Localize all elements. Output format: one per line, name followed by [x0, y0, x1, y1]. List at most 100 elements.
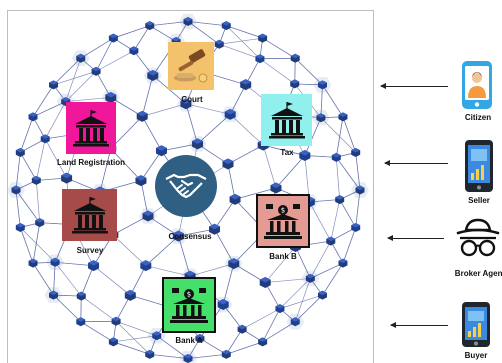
mesh-node-top [15, 223, 25, 228]
mesh-node-top [229, 193, 241, 200]
mesh-node-top [259, 277, 271, 283]
mesh-edge [187, 353, 227, 359]
mesh-node-top [316, 113, 326, 118]
mesh-edge [81, 295, 117, 322]
mesh-node-top [290, 317, 300, 322]
mesh-node-top [351, 223, 361, 228]
mesh-edge [294, 57, 323, 86]
mesh-node-top [270, 182, 282, 188]
mesh-node-top [129, 46, 139, 51]
mesh-node-top [255, 54, 265, 59]
mesh-edge [322, 262, 344, 296]
consensus-hub [155, 155, 217, 217]
mesh-edge [115, 320, 157, 337]
mesh-edge [264, 246, 296, 283]
mesh-edge [149, 21, 189, 27]
mesh-node-top [221, 21, 231, 26]
mesh-edge [275, 155, 306, 189]
mesh-edge [227, 163, 236, 200]
mesh-edge [227, 144, 264, 165]
spy-icon [456, 218, 500, 257]
mesh-edge [140, 150, 162, 181]
mesh-edge [259, 57, 296, 60]
mesh-node-top [317, 80, 327, 85]
mesh-edge [342, 227, 357, 264]
mesh-edge [185, 103, 231, 115]
mesh-edge [65, 58, 82, 102]
mesh-edge [214, 199, 236, 230]
mesh-node-top [326, 236, 336, 242]
mesh-edge [65, 71, 97, 102]
svg-text:$: $ [281, 207, 285, 215]
mesh-edge [187, 21, 227, 27]
mesh-node-top [351, 147, 361, 153]
mesh-node-top [240, 79, 252, 85]
mesh-edge [93, 265, 131, 296]
mesh-node-top [275, 304, 285, 309]
mesh-edge [32, 84, 54, 118]
mesh-edge [233, 263, 266, 283]
mesh-edge [294, 83, 323, 86]
land-registration-label: Land Registration [56, 158, 126, 167]
mesh-node-top [28, 112, 38, 117]
mesh-node-top [108, 337, 118, 342]
citizen-actor [461, 60, 493, 115]
mesh-edge [142, 103, 187, 117]
mesh-edge [15, 152, 21, 191]
mesh-edge [197, 143, 229, 165]
survey-label: Survey [76, 246, 104, 255]
mesh-edge [279, 294, 323, 309]
survey-building-icon [71, 197, 108, 234]
mesh-edge [95, 50, 135, 72]
land-registration-node [66, 102, 116, 154]
mesh-edge [161, 143, 198, 152]
mesh-node-top [290, 53, 300, 59]
mesh-node-top [61, 97, 71, 102]
mesh-edge [262, 308, 281, 343]
mesh-edge [259, 58, 295, 85]
mesh-edge [141, 116, 162, 151]
mesh-edge [15, 189, 40, 223]
mesh-node-top [111, 316, 121, 322]
mesh-edge [322, 84, 344, 118]
mesh-node-top [31, 175, 41, 181]
tax-building-icon [268, 102, 305, 139]
mesh-node-top [142, 210, 154, 216]
mesh-node-top [49, 80, 59, 85]
citizen-label: Citizen [464, 113, 492, 122]
gavel-icon [174, 49, 208, 83]
mesh-edge [149, 25, 177, 42]
mesh-node-top [317, 290, 327, 296]
mesh-edge [20, 152, 37, 181]
mesh-node-top [355, 185, 365, 190]
mesh-edge [189, 263, 234, 277]
buyer-label: Buyer [464, 351, 488, 360]
mesh-edge [145, 265, 191, 277]
buyer-arrow [390, 322, 448, 328]
mesh-node-top [214, 39, 224, 45]
bank-b-node: $ [256, 194, 310, 248]
mesh-edge [241, 308, 281, 330]
bank-icon: $ [264, 204, 302, 239]
mesh-edge [234, 187, 277, 200]
seller-phone-icon [465, 140, 493, 192]
mesh-edge [53, 71, 97, 86]
mesh-edge [113, 341, 150, 355]
mesh-edge [320, 84, 323, 118]
mesh-edge [53, 262, 56, 296]
mesh-node-top [15, 147, 25, 153]
mesh-edge [32, 222, 41, 264]
mesh-node-top [338, 112, 348, 117]
mesh-node-top [209, 223, 221, 230]
mesh-node-top [184, 270, 196, 277]
mesh-edge [53, 294, 82, 323]
mesh-node-top [171, 36, 181, 42]
mesh-edge [32, 116, 46, 140]
court-node [168, 42, 214, 90]
mesh-node-top [192, 138, 204, 144]
court-label: Court [181, 95, 203, 104]
mesh-edge [265, 278, 311, 283]
mesh-node-top [91, 66, 101, 72]
mesh-node-top [76, 291, 86, 297]
mesh-edge [320, 117, 356, 153]
